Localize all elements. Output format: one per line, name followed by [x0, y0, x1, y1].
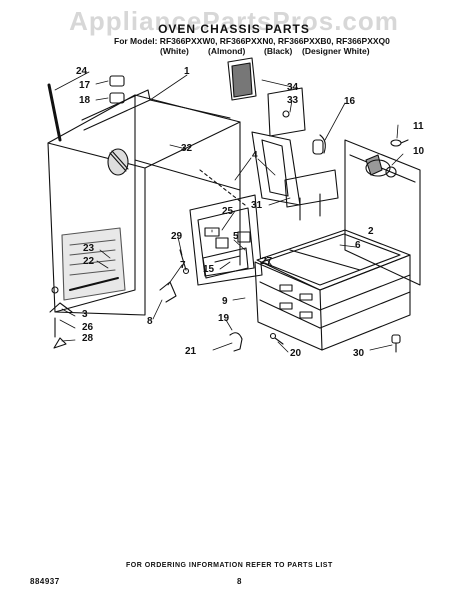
callout-7: 7	[180, 260, 186, 271]
callout-2: 2	[368, 226, 374, 237]
callout-23: 23	[83, 243, 95, 254]
leader-lines	[55, 72, 403, 352]
callout-25: 25	[222, 206, 234, 217]
callout-30: 30	[353, 348, 365, 359]
hinge-bracket	[203, 248, 248, 278]
color-label-almond: (Almond)	[208, 46, 246, 56]
callout-24: 24	[76, 66, 88, 77]
callout-20: 20	[290, 348, 302, 359]
callout-29: 29	[171, 231, 183, 242]
side-panel-right	[345, 140, 420, 285]
callout-5: 5	[233, 231, 239, 242]
callout-1: 1	[184, 66, 190, 77]
callout-9: 9	[222, 296, 228, 307]
small-parts	[49, 76, 408, 352]
page-title: OVEN CHASSIS PARTS	[158, 22, 310, 36]
heating-element-box	[285, 170, 338, 220]
callout-18: 18	[79, 95, 91, 106]
callout-8: 8	[147, 316, 153, 327]
page-number: 8	[237, 577, 242, 586]
callout-17: 17	[79, 80, 91, 91]
callout-27: 27	[261, 256, 273, 267]
callout-6: 6	[355, 240, 361, 251]
callout-32: 32	[181, 143, 193, 154]
color-label-designer-white: (Designer White)	[302, 46, 370, 56]
callout-15: 15	[203, 264, 215, 275]
broiler-pan-assembly	[255, 230, 410, 350]
part-number: 884937	[30, 577, 60, 586]
callout-16: 16	[344, 96, 356, 107]
model-line: For Model: RF366PXXW0, RF366PXXN0, RF366…	[114, 36, 390, 46]
callout-11: 11	[413, 121, 424, 132]
color-label-white: (White)	[160, 46, 189, 56]
oven-door-frame	[190, 195, 262, 285]
oven-chassis-cabinet	[48, 90, 245, 315]
ordering-info: FOR ORDERING INFORMATION REFER TO PARTS …	[126, 562, 333, 569]
callout-3: 3	[82, 309, 88, 320]
callout-28: 28	[82, 333, 94, 344]
callout-33: 33	[287, 95, 299, 106]
color-label-black: (Black)	[264, 46, 293, 56]
callout-10: 10	[413, 146, 425, 157]
callout-4: 4	[252, 150, 258, 161]
callout-22: 22	[83, 256, 95, 267]
callout-19: 19	[218, 313, 230, 324]
callout-31: 31	[251, 200, 263, 211]
callout-21: 21	[185, 346, 197, 357]
rear-panel	[252, 132, 300, 205]
callout-26: 26	[82, 322, 94, 333]
top-vent-and-plate	[228, 58, 305, 136]
watermark: AppliancePartsPros.com	[69, 6, 399, 36]
callout-34: 34	[287, 82, 299, 93]
